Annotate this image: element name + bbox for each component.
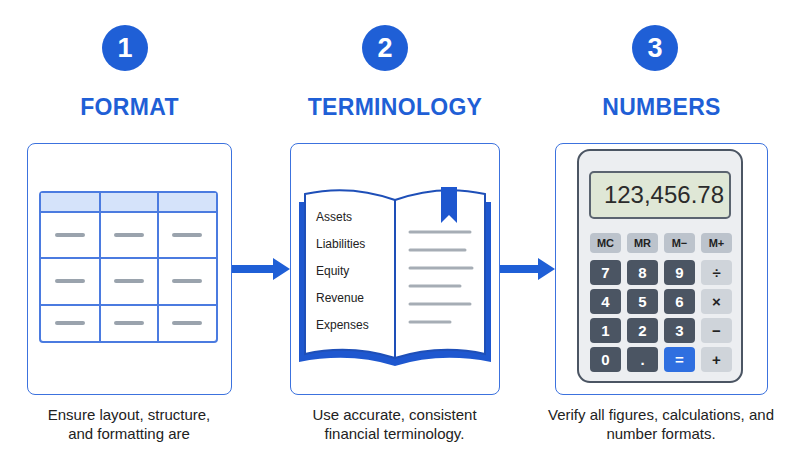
key-label: 5	[627, 289, 658, 314]
cell-dash	[116, 321, 142, 325]
operator-key-label: ×	[701, 289, 732, 314]
step-panel: FORMATEnsure layout, structure, and form…	[27, 143, 232, 395]
book-page	[395, 190, 485, 358]
text-line	[410, 231, 470, 234]
step-description: Use accurate, consistent financial termi…	[295, 405, 495, 443]
operator-key-label: ÷	[701, 260, 732, 285]
table-rule	[157, 192, 159, 342]
cell-dash	[57, 279, 83, 283]
key	[701, 260, 732, 285]
step-number: 3	[647, 33, 662, 63]
cell-placeholders	[57, 235, 200, 323]
cell-dash	[174, 321, 200, 325]
step-number-circle: 3	[632, 25, 678, 71]
step-title: FORMAT	[8, 94, 251, 120]
display-value: 123,456.78	[592, 180, 724, 210]
table-rule	[99, 192, 101, 342]
key-label: .	[627, 347, 658, 372]
operator-key-label: +	[701, 347, 732, 372]
book-icon	[299, 187, 491, 366]
book-term: Expenses	[316, 317, 391, 333]
text-line	[410, 303, 470, 306]
key-label: 8	[627, 260, 658, 285]
key	[627, 318, 658, 343]
bookmark	[441, 187, 457, 223]
key	[664, 233, 695, 253]
key-label: 4	[590, 289, 621, 314]
key-label: 6	[664, 289, 695, 314]
step-number-circle: 1	[102, 25, 148, 71]
memory-key-label: M+	[701, 233, 732, 253]
table-header	[41, 193, 216, 212]
memory-keys	[590, 233, 732, 253]
key	[701, 233, 732, 253]
table-rule	[40, 257, 217, 259]
book-term: Equity	[316, 263, 391, 279]
key	[590, 289, 621, 314]
key-label: =	[664, 347, 695, 372]
flow-arrow	[232, 258, 290, 280]
key	[701, 347, 732, 372]
key-label: 7	[590, 260, 621, 285]
key	[664, 289, 695, 314]
text-line	[410, 267, 472, 270]
key	[701, 318, 732, 343]
memory-key-label: MR	[627, 233, 658, 253]
memory-key-label: M−	[664, 233, 695, 253]
text-line	[410, 285, 460, 288]
key	[590, 347, 621, 372]
calculator-body	[578, 150, 742, 382]
table-rule	[40, 304, 217, 306]
text-line	[410, 321, 450, 324]
book-term: Liabilities	[316, 236, 391, 252]
step-number-circle: 2	[362, 25, 408, 71]
book-page	[305, 190, 395, 358]
cell-dash	[116, 233, 142, 237]
key	[627, 347, 658, 372]
step-title: NUMBERS	[536, 94, 787, 120]
book-term: Revenue	[316, 290, 391, 306]
key-label: 2	[627, 318, 658, 343]
keypad	[590, 260, 732, 372]
step-number: 2	[377, 33, 392, 63]
cell-dash	[174, 233, 200, 237]
key	[664, 260, 695, 285]
key-label: 1	[590, 318, 621, 343]
table-frame	[40, 192, 217, 342]
cell-dash	[57, 321, 83, 325]
step-description: Ensure layout, structure, and formatting…	[37, 405, 222, 443]
key	[664, 347, 695, 372]
step-title: TERMINOLOGY	[271, 94, 519, 120]
key	[590, 260, 621, 285]
flow-arrow	[500, 258, 555, 280]
key-label: 9	[664, 260, 695, 285]
text-lines	[410, 232, 472, 322]
book-term: Assets	[316, 209, 391, 225]
key	[627, 233, 658, 253]
step-number: 1	[117, 33, 132, 63]
calculator-icon	[578, 150, 742, 382]
book-spine	[394, 200, 396, 358]
cell-dash	[57, 233, 83, 237]
step-description: Verify all figures, calculations, and nu…	[544, 405, 779, 443]
key-label: 3	[664, 318, 695, 343]
table-icon	[40, 192, 217, 342]
table-rule	[40, 211, 217, 213]
key	[590, 233, 621, 253]
key	[627, 260, 658, 285]
key	[664, 318, 695, 343]
step-panel: NUMBERSVerify all figures, calculations,…	[555, 143, 768, 395]
text-line	[410, 249, 465, 252]
key-label: 0	[590, 347, 621, 372]
calculator-display	[590, 172, 730, 218]
cell-dash	[116, 279, 142, 283]
key	[627, 289, 658, 314]
operator-key-label: −	[701, 318, 732, 343]
key	[590, 318, 621, 343]
memory-key-label: MC	[590, 233, 621, 253]
key	[701, 289, 732, 314]
cell-dash	[174, 279, 200, 283]
